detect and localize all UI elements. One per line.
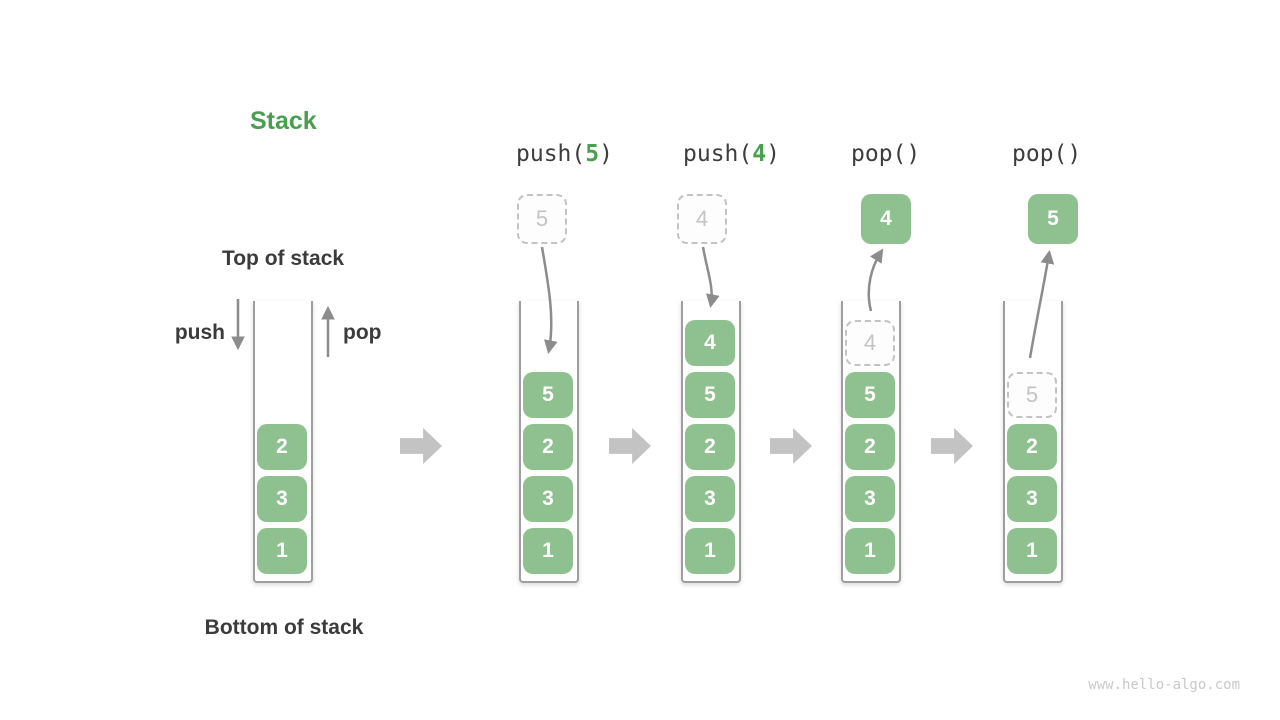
incoming-element-box: 4: [677, 194, 727, 244]
stack-item: 5: [523, 372, 573, 418]
stack-item: 1: [1007, 528, 1057, 574]
pop-label: pop: [343, 321, 382, 344]
push-4-motion-arrow: [701, 246, 720, 309]
bottom-of-stack-label: Bottom of stack: [204, 616, 364, 639]
stack-item: 3: [1007, 476, 1057, 522]
op-text: ): [766, 141, 780, 167]
stack-item: 4: [685, 320, 735, 366]
stack-item-ghost: 5: [1007, 372, 1057, 418]
stack-item: 2: [1007, 424, 1057, 470]
operation-label-pop-2: pop(): [1012, 141, 1081, 167]
stack-item: 3: [685, 476, 735, 522]
diagram-title: Stack: [250, 107, 317, 135]
op-text: pop(): [851, 141, 921, 167]
watermark: www.hello-algo.com: [1088, 677, 1240, 693]
stack-item: 3: [845, 476, 895, 522]
op-argument: 5: [585, 141, 600, 167]
stack-item: 2: [685, 424, 735, 470]
op-text: push(: [516, 141, 586, 167]
stack-item: 2: [523, 424, 573, 470]
popped-element-box: 4: [861, 194, 911, 244]
stack-item: 5: [845, 372, 895, 418]
stack-item: 1: [685, 528, 735, 574]
op-text: ): [599, 141, 613, 167]
stack-item: 3: [257, 476, 307, 522]
stack-item: 2: [845, 424, 895, 470]
top-of-stack-label: Top of stack: [221, 247, 345, 270]
op-text: push(: [683, 141, 753, 167]
op-argument: 4: [752, 141, 767, 167]
incoming-element-box: 5: [517, 194, 567, 244]
stack-item: 5: [685, 372, 735, 418]
stage-transition-arrow: [931, 428, 973, 464]
push-label: push: [174, 321, 225, 344]
operation-label-push-4: push(4): [683, 141, 780, 167]
stack-item-ghost: 4: [845, 320, 895, 366]
op-text: pop(): [1012, 141, 1082, 167]
popped-element-box: 5: [1028, 194, 1078, 244]
stage-transition-arrow: [770, 428, 812, 464]
stack-item: 1: [257, 528, 307, 574]
stack-item: 1: [845, 528, 895, 574]
stage-transition-arrow: [609, 428, 651, 464]
operation-label-pop-1: pop(): [851, 141, 920, 167]
stage-transition-arrow: [400, 428, 442, 464]
stack-item: 3: [523, 476, 573, 522]
operation-label-push-5: push(5): [516, 141, 613, 167]
stack-item: 1: [523, 528, 573, 574]
stack-item: 2: [257, 424, 307, 470]
